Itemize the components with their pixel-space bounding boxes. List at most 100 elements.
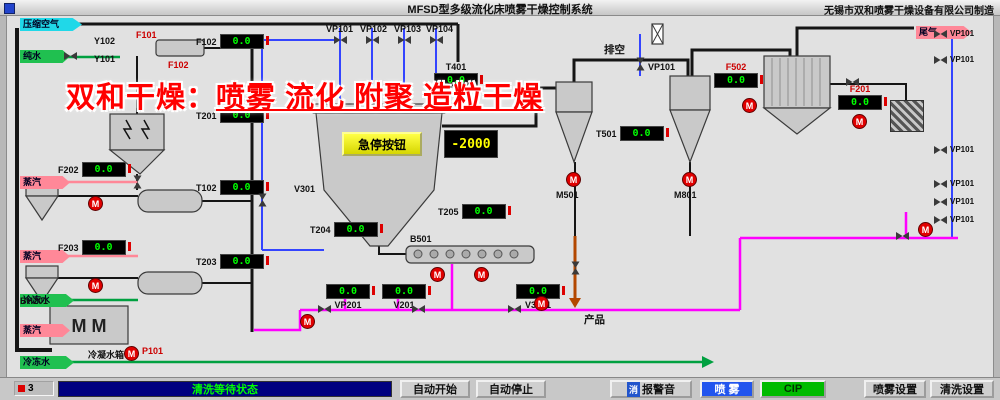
pipe-fluidizing-air bbox=[339, 28, 437, 106]
feed-arrow: 蒸汽 bbox=[20, 176, 70, 189]
valve-icon bbox=[64, 52, 77, 60]
pipe-feed-main bbox=[254, 236, 958, 332]
valve-icon bbox=[934, 30, 947, 38]
company-label: 无锡市双和喷雾干燥设备有限公司制造 bbox=[824, 6, 994, 17]
valve-icon bbox=[934, 198, 947, 206]
cip-button[interactable]: CIP bbox=[760, 380, 826, 398]
alarm-tick-icon bbox=[507, 206, 511, 215]
filter-lightning-icon bbox=[122, 119, 151, 140]
alarm-tick-icon bbox=[562, 286, 565, 295]
instrument-tag: T201 bbox=[196, 110, 217, 121]
heat-exchanger-mid1 bbox=[137, 189, 203, 213]
bed-roller bbox=[509, 249, 519, 259]
valve-icon bbox=[934, 56, 947, 64]
alarm-mute-button[interactable]: 消 报警音 bbox=[610, 380, 692, 398]
valve-label: VP101 bbox=[950, 145, 975, 154]
pipe-tag: VP104 bbox=[426, 24, 454, 34]
pipe-cyclone2-to-condenser bbox=[690, 48, 792, 76]
mute-icon: 消 bbox=[626, 381, 640, 397]
bed-roller bbox=[413, 249, 423, 259]
valve-icon bbox=[934, 146, 947, 154]
auto-stop-button[interactable]: 自动停止 bbox=[476, 380, 546, 398]
pipe-tower-to-cyclone bbox=[442, 86, 556, 128]
valve-icon bbox=[318, 305, 331, 313]
pump-icon: M bbox=[430, 267, 445, 282]
cyclone-1-cone bbox=[555, 111, 593, 164]
pipe-tag: BH201 bbox=[20, 296, 49, 306]
instrument-value: 0.0 bbox=[81, 162, 131, 177]
pipe-blue-loop bbox=[230, 39, 340, 251]
condenser-tubes bbox=[771, 58, 821, 106]
pipe-tag: F101 bbox=[136, 30, 157, 40]
spray-settings-button[interactable]: 喷雾设置 bbox=[864, 380, 926, 398]
status-display: 清洗等待状态 bbox=[58, 381, 392, 397]
auto-start-button[interactable]: 自动开始 bbox=[400, 380, 470, 398]
watermark-lead: 双和干燥： bbox=[66, 82, 217, 114]
exhaust-filter-icon bbox=[890, 100, 924, 132]
valve-icon bbox=[637, 58, 645, 71]
cyclone-2-cone bbox=[669, 109, 711, 164]
bed-roller bbox=[445, 249, 455, 259]
valve-icon bbox=[334, 36, 347, 44]
valve-label: VP101 bbox=[950, 197, 975, 206]
page-title: MFSD型多级流化床喷雾干燥控制系统 bbox=[407, 4, 593, 16]
alarm-tick-icon bbox=[760, 75, 763, 84]
feed-arrow: 冷冻水 bbox=[20, 356, 74, 369]
instrument-value: 0.0 bbox=[333, 222, 383, 237]
instrument-tag: T205 bbox=[438, 206, 459, 217]
pump-icon: M bbox=[918, 222, 933, 237]
product-arrowhead bbox=[569, 298, 581, 308]
clean-settings-button[interactable]: 清洗设置 bbox=[930, 380, 994, 398]
instrument-value: 0.0 bbox=[434, 73, 483, 88]
valve-icon bbox=[508, 305, 521, 313]
instrument-value: 0.0 bbox=[838, 95, 887, 110]
pipe-tag: Y102 bbox=[94, 36, 116, 46]
pump-icon: M bbox=[88, 196, 103, 211]
valve-icon bbox=[366, 36, 379, 44]
pipe-tag: VP103 bbox=[394, 24, 422, 34]
instrument-value: 0.0 bbox=[714, 73, 763, 88]
feed-arrow: 纯水 bbox=[20, 50, 70, 63]
instrument-value: 0.0 bbox=[461, 204, 511, 219]
alarm-tick-icon bbox=[428, 286, 431, 295]
emergency-stop-button[interactable]: 急停按钮 bbox=[342, 132, 422, 156]
instrument-value: 0.0 bbox=[326, 284, 375, 299]
heat-exchanger-top bbox=[155, 39, 205, 57]
watermark: 双和干燥：喷雾 流化 附聚 造粒干燥 bbox=[66, 74, 543, 116]
pipe-tag: 冷凝水箱 bbox=[88, 350, 125, 360]
pump-icon: M bbox=[852, 114, 867, 129]
bed-roller bbox=[477, 249, 487, 259]
alarm-tick-icon bbox=[265, 182, 269, 191]
pipe-tag: VP101 bbox=[648, 62, 676, 72]
spray-button[interactable]: 喷 雾 bbox=[700, 380, 754, 398]
pipe-tag: F102 bbox=[168, 60, 189, 70]
instrument-tag: V201 bbox=[393, 300, 415, 310]
level-display: -2000 bbox=[444, 130, 498, 158]
pipe-left-main bbox=[15, 28, 52, 352]
pump-icon: M bbox=[124, 346, 139, 361]
alarm-tick-icon bbox=[480, 75, 483, 84]
control-bar: 3 清洗等待状态 自动开始 自动停止 消 报警音 喷 雾 CIP 喷雾设置 清洗… bbox=[0, 377, 1000, 400]
pump-icon: M bbox=[566, 172, 581, 187]
valve-icon bbox=[134, 176, 142, 189]
valve-label: VP101 bbox=[950, 29, 975, 38]
instrument-tag: F201 bbox=[849, 84, 871, 94]
valve-icon bbox=[398, 36, 411, 44]
tank-motor-symbols: M M bbox=[72, 316, 107, 336]
pump-icon: M bbox=[534, 296, 549, 311]
bed-roller bbox=[493, 249, 503, 259]
instrument-value: 0.0 bbox=[219, 180, 269, 195]
instrument-value: 0.0 bbox=[516, 284, 565, 299]
condenser bbox=[763, 55, 831, 109]
instrument-tag: F203 bbox=[58, 242, 79, 253]
pipe-exhaust bbox=[795, 26, 914, 56]
alarm-tick-icon bbox=[265, 256, 269, 265]
pipe-tag: M501 bbox=[556, 190, 579, 200]
pipe-tag: Y101 bbox=[94, 54, 116, 64]
counter-display: 3 bbox=[14, 381, 54, 396]
